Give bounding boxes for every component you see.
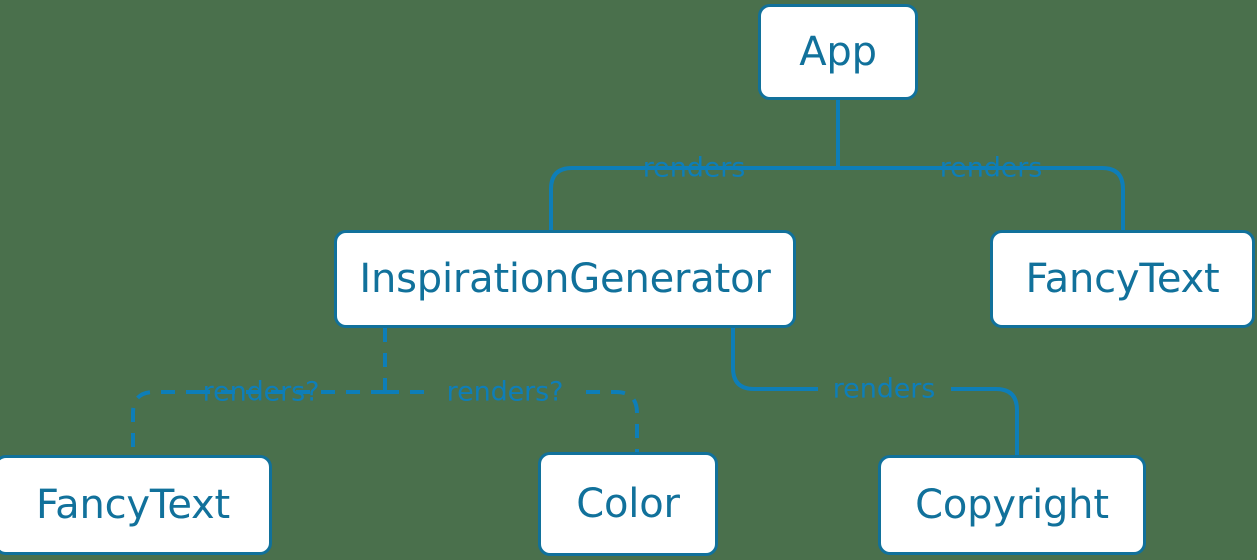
edge-inspiration-generator-to-color [385, 390, 639, 452]
node-color-label: Color [576, 481, 680, 527]
node-fancytext-bottom-label: FancyText [36, 482, 230, 528]
edge-label-inspiration-generator-to-copyright: renders [832, 373, 936, 405]
edge-label-inspiration-generator-to-fancytext-bottom: renders? [202, 376, 320, 408]
edge-app-to-fancytext-right [838, 166, 1125, 230]
node-inspiration-generator-label: InspirationGenerator [359, 256, 771, 302]
node-inspiration-generator[interactable]: InspirationGenerator [334, 230, 796, 328]
node-copyright-label: Copyright [915, 482, 1109, 528]
node-app[interactable]: App [758, 4, 918, 100]
node-app-label: App [799, 29, 877, 75]
node-copyright[interactable]: Copyright [878, 455, 1146, 555]
edge-app-to-inspiration-generator [549, 166, 838, 230]
node-color[interactable]: Color [538, 452, 718, 556]
node-fancytext-right-label: FancyText [1025, 256, 1220, 302]
node-fancytext-bottom[interactable]: FancyText [0, 455, 272, 555]
edge-label-app-to-inspiration-generator: renders [642, 152, 746, 184]
edge-label-inspiration-generator-to-color: renders? [446, 376, 564, 408]
node-fancytext-right[interactable]: FancyText [990, 230, 1255, 328]
edge-label-app-to-fancytext-right: renders [939, 152, 1043, 184]
edge-inspiration-generator-to-copyright [731, 328, 1019, 455]
edge-inspiration-generator-to-fancytext-bottom [131, 390, 385, 455]
